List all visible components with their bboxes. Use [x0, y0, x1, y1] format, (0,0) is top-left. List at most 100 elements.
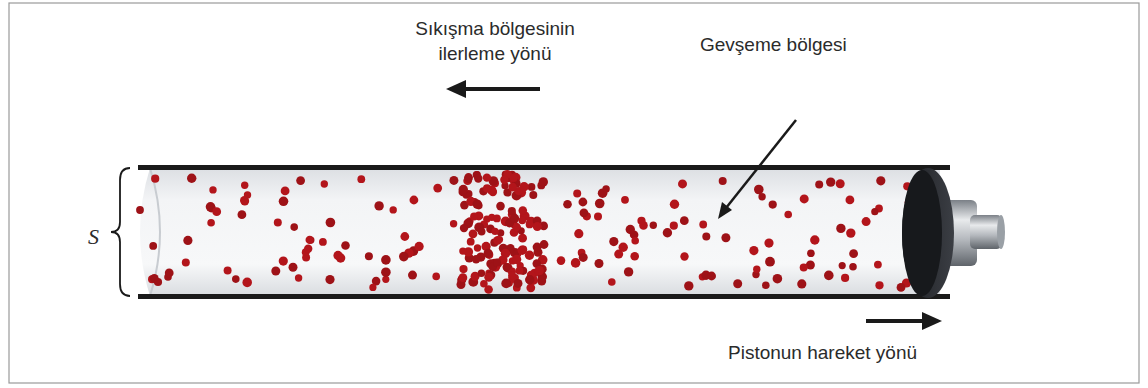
particle: [637, 217, 645, 225]
particle: [473, 199, 482, 208]
particle: [557, 256, 566, 265]
particle: [876, 176, 885, 185]
particle: [183, 236, 192, 245]
particle: [826, 177, 835, 186]
particle: [797, 279, 806, 288]
particle: [289, 263, 298, 272]
particle: [410, 196, 419, 205]
particle: [357, 175, 365, 183]
leader-line: [726, 120, 796, 208]
particle: [753, 266, 760, 273]
particle: [326, 218, 336, 228]
particle: [240, 196, 248, 204]
particle: [325, 275, 334, 284]
particle: [839, 262, 846, 269]
particle: [232, 275, 240, 283]
particle: [519, 206, 528, 215]
particle: [493, 215, 501, 223]
particle: [492, 228, 499, 235]
particle: [897, 283, 906, 292]
particle: [758, 193, 765, 200]
particle: [459, 247, 466, 254]
particle: [484, 249, 493, 258]
particle: [165, 269, 174, 278]
particle: [381, 255, 391, 265]
particle: [650, 222, 657, 229]
particle: [846, 228, 855, 237]
annotation-label: Sıkışma bölgesinin ilerleme yönü: [380, 16, 610, 66]
particle: [609, 237, 618, 246]
particle: [514, 279, 523, 288]
particle: [571, 258, 581, 268]
particle: [478, 269, 486, 277]
particle: [525, 275, 534, 284]
particle: [501, 279, 511, 289]
particle: [399, 252, 409, 262]
particle: [408, 271, 417, 280]
particle: [512, 255, 521, 264]
particle: [678, 179, 687, 188]
particle: [630, 252, 639, 261]
particle: [483, 173, 491, 181]
particle: [496, 202, 505, 211]
particle: [841, 274, 849, 282]
particle: [573, 190, 581, 198]
particle: [242, 278, 252, 288]
particle: [519, 245, 527, 253]
particle: [754, 185, 764, 195]
particle: [624, 267, 633, 276]
particle: [684, 281, 693, 290]
particle: [519, 217, 527, 225]
particle: [460, 224, 468, 232]
particle: [574, 229, 583, 238]
particle: [279, 197, 289, 207]
particle: [459, 265, 467, 273]
particle: [474, 174, 482, 182]
tube-interior: [140, 168, 940, 296]
particle: [483, 184, 491, 192]
particle: [333, 251, 342, 260]
particle: [670, 222, 678, 230]
particle: [874, 261, 882, 269]
particle: [390, 206, 397, 213]
particle: [474, 244, 481, 251]
particle: [815, 180, 823, 188]
particle: [149, 242, 157, 250]
particle: [467, 238, 475, 246]
particle: [281, 187, 290, 196]
particle: [749, 246, 758, 255]
particle: [241, 182, 248, 189]
particle: [824, 271, 834, 281]
particle: [529, 191, 537, 199]
frame: [9, 3, 1139, 383]
tube-wall-bottom: [138, 294, 950, 299]
particle: [484, 273, 493, 282]
particle: [151, 175, 159, 183]
particle: [602, 185, 609, 192]
particle: [810, 235, 819, 244]
particle: [769, 201, 777, 209]
particle: [187, 174, 196, 183]
particle: [432, 273, 440, 281]
particle: [465, 175, 473, 183]
particle: [154, 278, 162, 286]
particle: [680, 216, 689, 225]
tube-wall-top: [138, 165, 950, 170]
particle: [450, 220, 457, 227]
particle: [212, 207, 221, 216]
particle: [800, 194, 809, 203]
particle: [846, 196, 855, 205]
particle: [290, 223, 298, 231]
particle: [271, 267, 280, 276]
dimension-label: S: [88, 224, 118, 249]
arrow-head: [718, 202, 732, 219]
piston-arrow: [866, 319, 926, 323]
particle: [381, 267, 391, 277]
particle: [519, 182, 528, 191]
particle: [459, 185, 468, 194]
particle: [470, 213, 478, 221]
particle: [374, 201, 383, 210]
particle: [862, 217, 871, 226]
particle: [518, 234, 527, 243]
